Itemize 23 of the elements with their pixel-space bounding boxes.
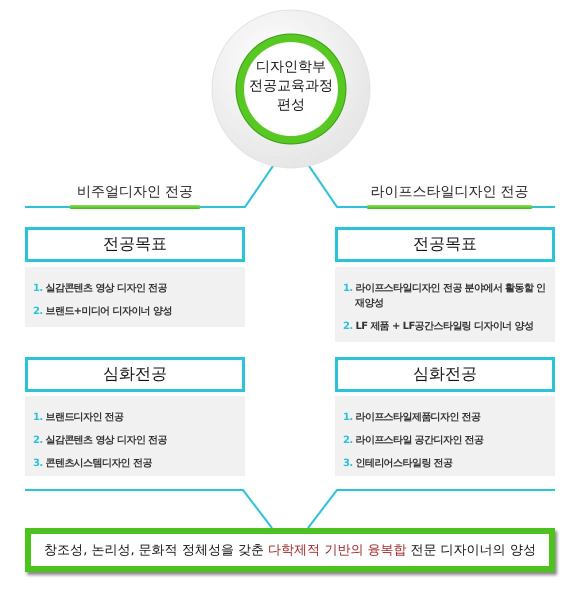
- heading-text: 비주얼디자인 전공: [76, 183, 194, 201]
- connector-line: [308, 165, 367, 208]
- heading-box: 심화전공: [25, 357, 245, 392]
- list-item: 2. 브랜드+미디어 디자이너 양성: [33, 305, 173, 319]
- connector-line: [25, 489, 273, 529]
- heading-box: 전공목표: [335, 227, 555, 262]
- heading-box: 심화전공: [335, 357, 555, 392]
- list-item: 1. 실감콘텐츠 영상 디자인 전공: [33, 282, 168, 296]
- list-item: 1. 브랜드디자인 전공: [33, 411, 125, 425]
- list-item: 3. 콘텐츠시스템디자인 전공: [33, 457, 153, 471]
- center-title: 디자인학부 전공교육과정 편성: [248, 58, 334, 115]
- list-item: 1. 라이프스타일디자인 전공 분야에서 활동할 인재양성: [343, 282, 547, 311]
- heading-box: 전공목표: [25, 227, 245, 262]
- list-item: 1. 라이프스타일제품디자인 전공: [343, 411, 482, 425]
- connector-line: [307, 489, 555, 529]
- goal-box: 창조성, 논리성, 문화적 정체성을 갖춘 다학제적 기반의 융복합 전문 디자이너의 양성: [25, 528, 555, 572]
- list-item: 3. 인테리어스타일링 전공: [343, 457, 454, 471]
- connector-line: [200, 165, 274, 208]
- list-item: 2. 라이프스타일 공간디자인 전공: [343, 434, 484, 448]
- list-item: 2. LF 제품 + LF공간스타일링 디자이너 양성: [343, 320, 534, 334]
- heading-text: 라이프스타일디자인 전공: [370, 183, 529, 201]
- list-item: 2. 실감콘텐츠 영상 디자인 전공: [33, 434, 168, 448]
- center-circle: [210, 8, 372, 170]
